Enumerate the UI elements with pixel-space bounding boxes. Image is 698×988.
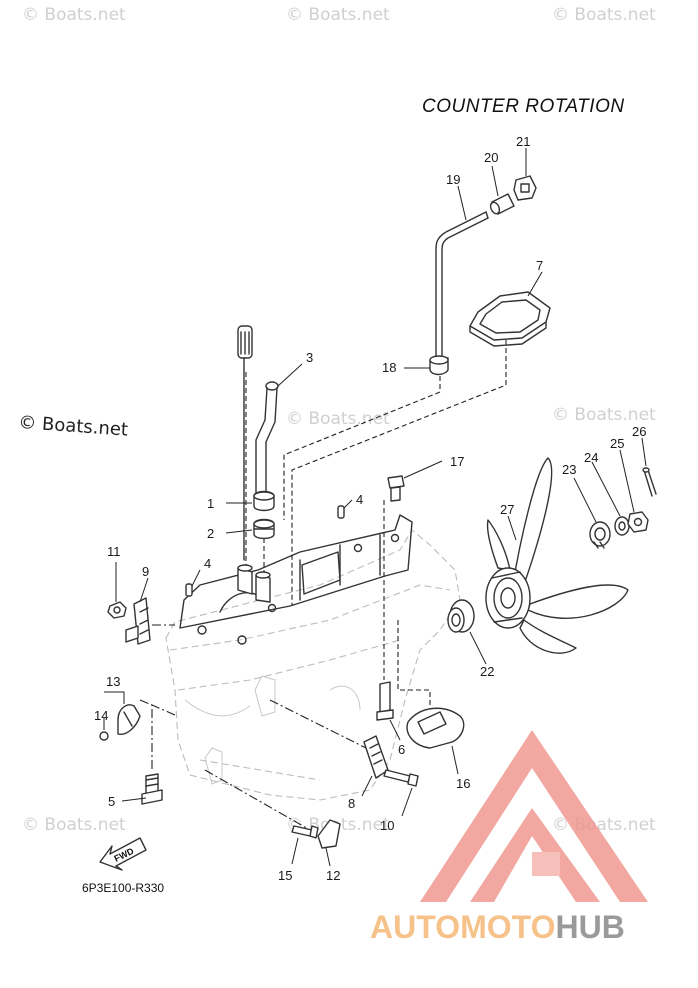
- part-6-bolt: [376, 681, 394, 721]
- part-18-grommet: [429, 355, 449, 376]
- part-14-bolt: [99, 731, 109, 741]
- part-26-cotter-pin: [642, 467, 657, 497]
- forward-arrow-icon: FWD: [99, 837, 147, 871]
- part-2-grommet: [253, 518, 275, 540]
- watermark: © Boats.net: [286, 409, 390, 429]
- callout-23: 23: [562, 462, 576, 477]
- callout-25: 25: [610, 436, 624, 451]
- part-20-grommet: [489, 193, 515, 215]
- callout-4: 4: [356, 492, 363, 507]
- part-24-washer: [614, 516, 630, 536]
- callout-numbers: 1 2 3 4 4 5 6 7 8 9 10 11 12 13 14 15 16…: [94, 134, 646, 883]
- part-11-nut: [107, 601, 127, 619]
- callout-5: 5: [108, 794, 115, 809]
- part-13-anode: [117, 704, 141, 735]
- drawing-code: 6P3E100-R330: [82, 881, 164, 895]
- brand-logo-triangle-icon: [420, 730, 648, 902]
- callout-24: 24: [584, 450, 598, 465]
- part-12-plate: [317, 819, 341, 849]
- callout-11: 11: [107, 544, 121, 559]
- callout-22: 22: [480, 664, 494, 679]
- watermark: © Boats.net: [552, 5, 656, 25]
- callout-9: 9: [142, 564, 149, 579]
- part-19-water-tube: [435, 211, 489, 357]
- part-5-bolt: [141, 773, 163, 805]
- callout-15: 15: [278, 868, 292, 883]
- svg-text:AUTOMOTOHUB: AUTOMOTOHUB: [370, 909, 625, 945]
- callout-12: 12: [326, 868, 340, 883]
- callout-17: 17: [450, 454, 464, 469]
- callout-18: 18: [382, 360, 396, 375]
- part-3-tube: [255, 381, 279, 495]
- watermark-large: © Boats.net: [18, 412, 129, 441]
- part-17-bolt: [387, 475, 405, 502]
- part-27-propeller: [485, 457, 629, 654]
- callout-1: 1: [207, 496, 214, 511]
- watermark: © Boats.net: [22, 5, 126, 25]
- diagram-heading: COUNTER ROTATION: [422, 96, 625, 117]
- brand-logo: AUTOMOTOHUB: [370, 730, 648, 945]
- part-25-nut: [627, 511, 649, 533]
- part-22-spacer: [447, 599, 475, 633]
- watermark: © Boats.net: [552, 405, 656, 425]
- leader-lines: [103, 148, 647, 867]
- callout-7: 7: [536, 258, 543, 273]
- callout-14: 14: [94, 708, 108, 723]
- part-15-bolt: [291, 825, 319, 839]
- callout-4: 4: [204, 556, 211, 571]
- part-1-grommet: [253, 490, 275, 512]
- callout-10: 10: [380, 818, 394, 833]
- part-10-bolt: [383, 769, 419, 787]
- callout-3: 3: [306, 350, 313, 365]
- watermark: © Boats.net: [286, 5, 390, 25]
- callout-19: 19: [446, 172, 460, 187]
- part-23-washer: [589, 521, 611, 549]
- part-16-cover: [406, 707, 465, 749]
- callout-13: 13: [106, 674, 120, 689]
- part-8-plate: [363, 735, 389, 779]
- brand-wordmark-secondary: HUB: [555, 909, 624, 945]
- callout-2: 2: [207, 526, 214, 541]
- brand-wordmark-primary: AUTOMOTO: [370, 909, 555, 945]
- callout-20: 20: [484, 150, 498, 165]
- water-inlet: [237, 564, 271, 603]
- callout-21: 21: [516, 134, 530, 149]
- callout-8: 8: [348, 796, 355, 811]
- callout-26: 26: [632, 424, 646, 439]
- part-21-holder: [513, 175, 537, 201]
- alignment-lines: [139, 340, 507, 831]
- part-4-dowel-pins: [185, 505, 345, 597]
- callout-27: 27: [500, 502, 514, 517]
- callout-16: 16: [456, 776, 470, 791]
- watermark: © Boats.net: [22, 815, 126, 835]
- callout-6: 6: [398, 742, 405, 757]
- part-7-gasket: [469, 291, 551, 347]
- water-tube-rod: [237, 325, 253, 561]
- part-9-bracket: [125, 597, 151, 645]
